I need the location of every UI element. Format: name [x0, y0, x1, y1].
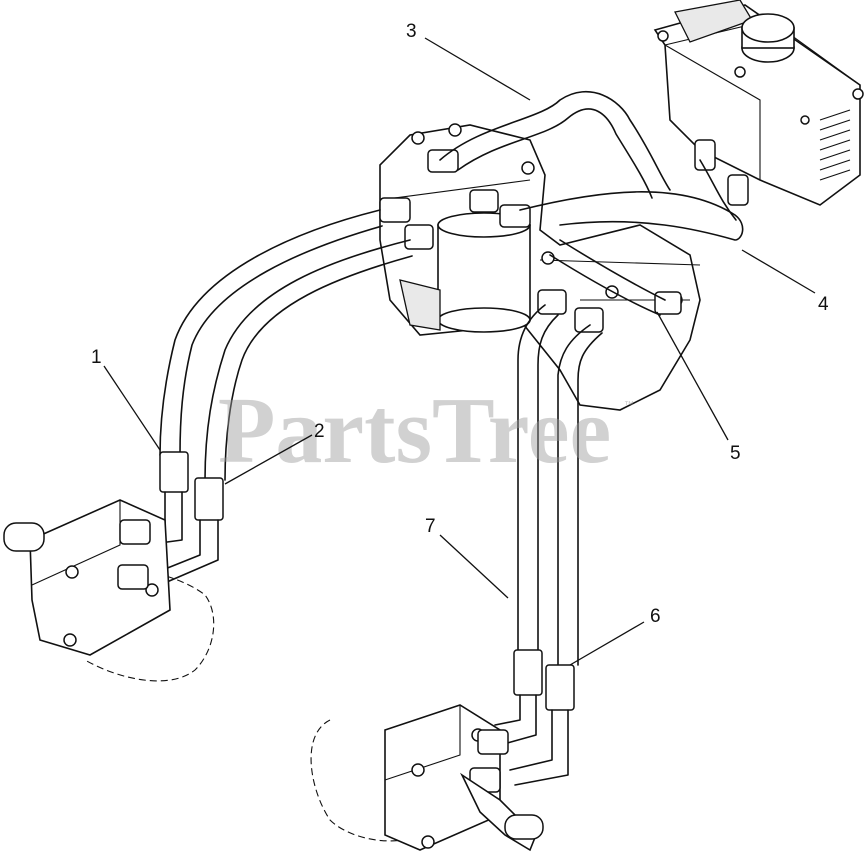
- callout-7: 7: [425, 516, 436, 537]
- hose-3: [439, 90, 671, 199]
- watermark-trademark: ™: [624, 400, 634, 411]
- callout-leaders: [103, 37, 816, 666]
- reservoir-ribs: [819, 109, 851, 181]
- right-wheel-motor: [310, 704, 544, 852]
- hydraulic-reservoir: [653, 0, 864, 206]
- hose-6: [509, 324, 603, 786]
- reservoir-cap-icon: [741, 13, 795, 63]
- callout-1: 1: [91, 347, 102, 368]
- callout-3: 3: [406, 21, 417, 42]
- left-wheel-motor: [3, 499, 215, 682]
- partstree-watermark: PartsTree: [218, 379, 611, 483]
- callout-6: 6: [650, 606, 661, 627]
- hose-5: [549, 239, 666, 316]
- callout-4: 4: [818, 294, 829, 315]
- hose-4: [519, 159, 744, 241]
- hydraulic-filter: [399, 212, 531, 333]
- callout-2: 2: [314, 421, 325, 442]
- callout-5: 5: [730, 443, 741, 464]
- pump-fittings: [379, 139, 749, 333]
- hose-7: [494, 304, 559, 746]
